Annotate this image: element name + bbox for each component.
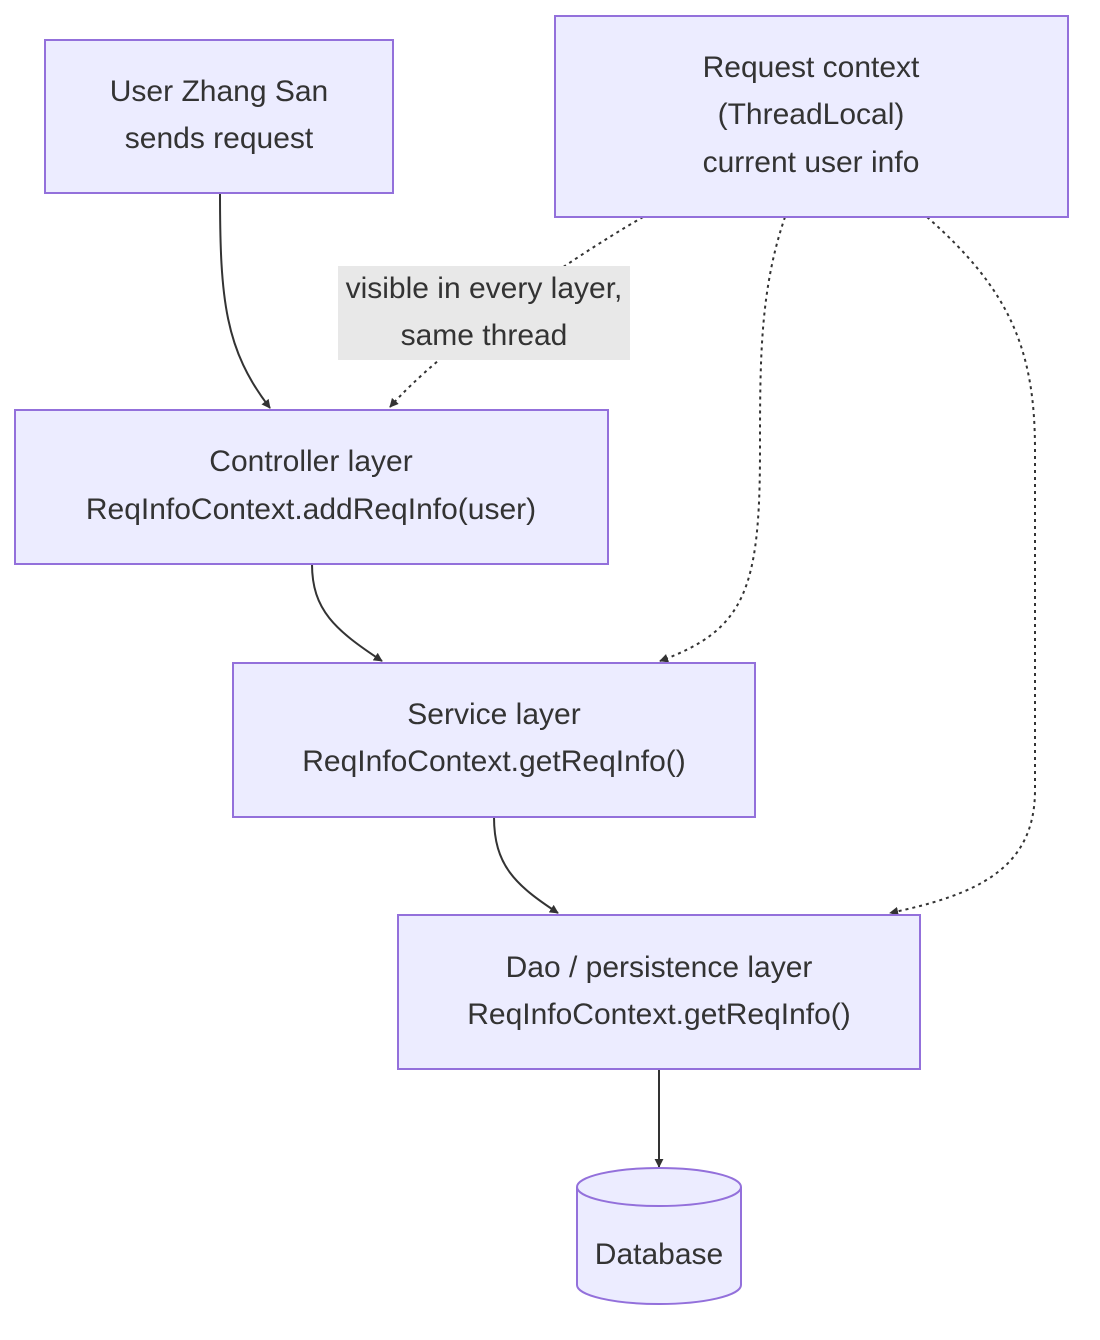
- edge-label-line-1: visible in every layer,: [346, 272, 623, 305]
- edge-user-to-controller: [219, 192, 271, 409]
- node-controller-line-2: ReqInfoContext.addReqInfo(user): [86, 493, 536, 526]
- database-cylinder-top: [576, 1167, 742, 1207]
- node-context-line-3: current user info: [703, 146, 920, 179]
- edge-context-to-dao: [889, 216, 1036, 916]
- node-dao: Dao / persistence layer ReqInfoContext.g…: [397, 914, 921, 1070]
- edges: [219, 192, 1036, 1168]
- node-context-line-1: Request context: [703, 51, 920, 84]
- node-database: Database: [576, 1167, 742, 1305]
- node-dao-line-2: ReqInfoContext.getReqInfo(): [467, 998, 851, 1031]
- node-service-box: [232, 662, 756, 818]
- node-context-line-2: (ThreadLocal): [718, 98, 905, 131]
- edge-label-line-2: same thread: [401, 319, 568, 352]
- node-service-line-2: ReqInfoContext.getReqInfo(): [302, 745, 686, 778]
- edge-label-background: [338, 266, 630, 360]
- node-controller-box: [14, 409, 609, 565]
- node-controller-line-1: Controller layer: [209, 445, 412, 478]
- node-dao-line-1: Dao / persistence layer: [506, 951, 813, 984]
- edge-context-to-service: [659, 216, 786, 663]
- node-database-label: Database: [595, 1238, 723, 1271]
- node-user-box: [44, 39, 394, 194]
- node-service-line-1: Service layer: [407, 698, 580, 731]
- node-service: Service layer ReqInfoContext.getReqInfo(…: [232, 662, 756, 818]
- node-context-box: [554, 15, 1069, 218]
- node-user-line-2: sends request: [125, 122, 314, 155]
- edge-label: visible in every layer, same thread: [338, 266, 630, 360]
- node-controller: Controller layer ReqInfoContext.addReqIn…: [14, 409, 609, 565]
- node-user-line-1: User Zhang San: [110, 75, 328, 108]
- node-dao-box: [397, 914, 921, 1070]
- edge-controller-to-service: [311, 563, 383, 662]
- database-cylinder-body: [576, 1187, 742, 1305]
- node-context: Request context (ThreadLocal) current us…: [554, 15, 1069, 218]
- edge-service-to-dao: [493, 816, 559, 914]
- node-user: User Zhang San sends request: [44, 39, 394, 194]
